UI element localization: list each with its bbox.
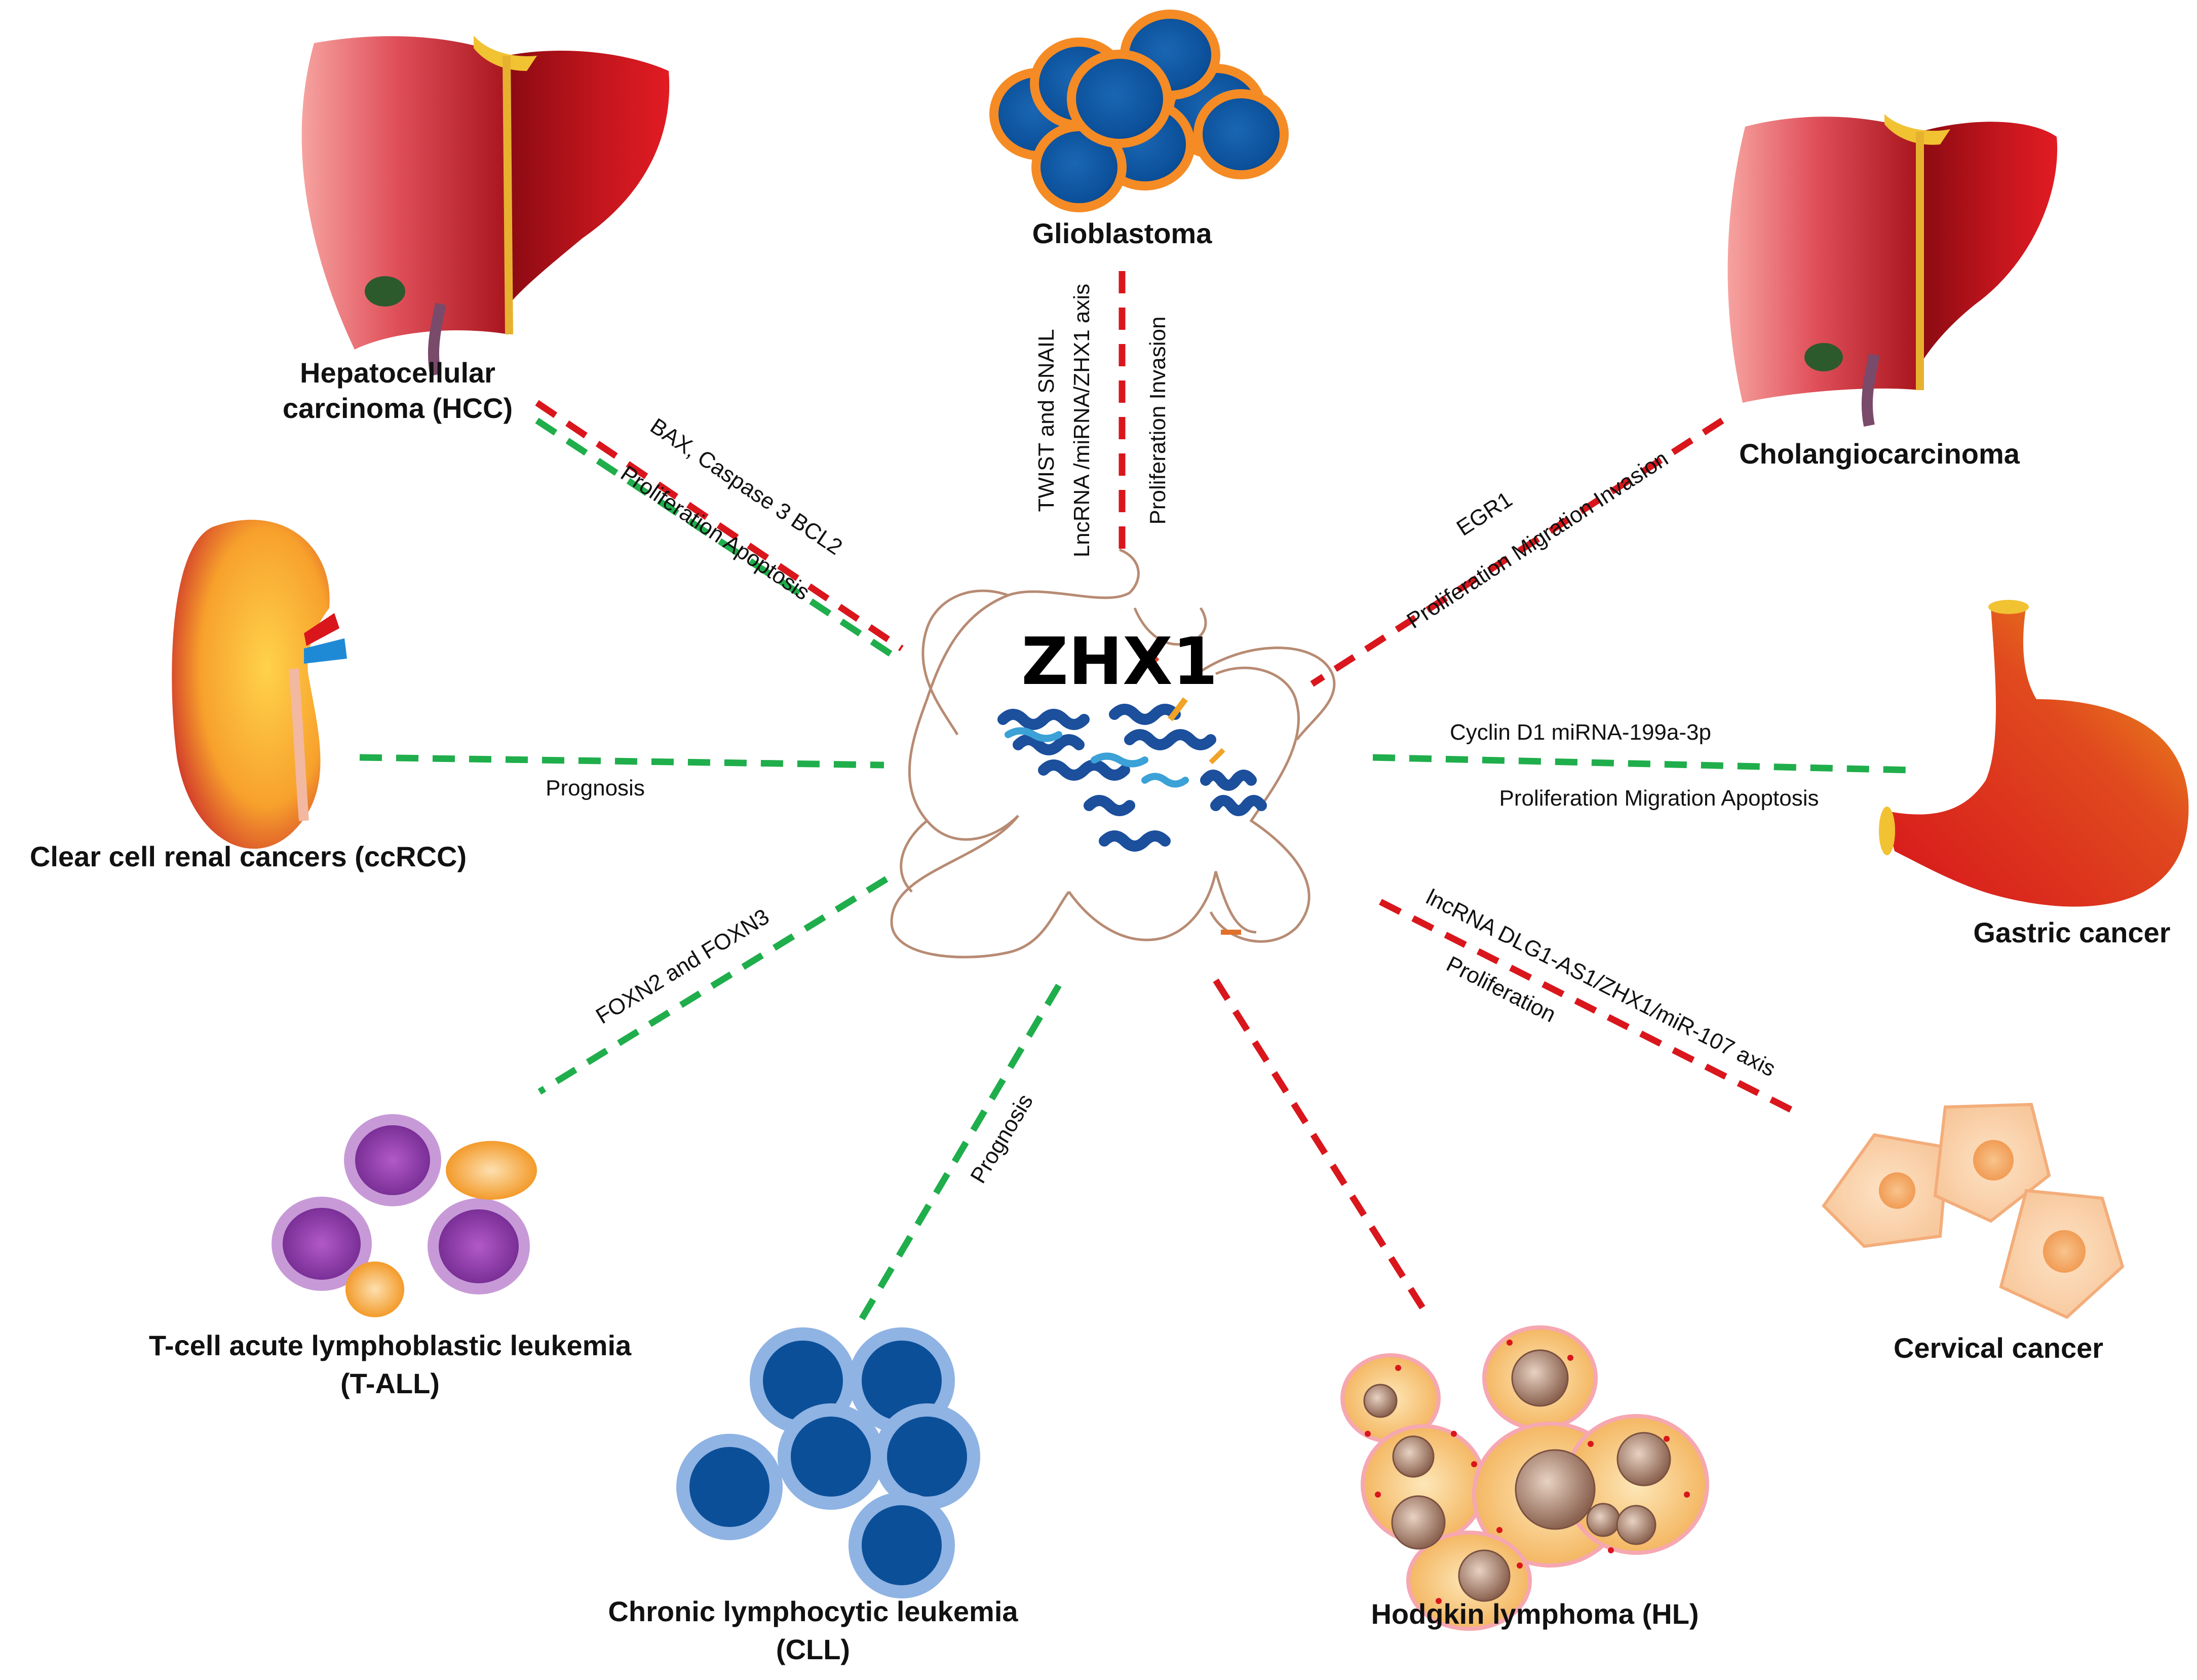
gastric-edge-label-a: Cyclin D1 miRNA-199a-3p: [1450, 720, 1711, 745]
edge-hcc-red: [535, 400, 904, 652]
lymphoblast-cells-icon: [272, 1114, 537, 1317]
cholangiocarcinoma-label: Cholangiocarcinoma: [1739, 438, 2020, 470]
glioblastoma-edge-label-c: Proliferation Invasion: [1145, 317, 1170, 525]
hcc-label-line1: Hepatocellular: [300, 357, 495, 389]
cll-edge-label-a: Prognosis: [966, 1090, 1038, 1188]
cll-label-line1: Chronic lymphocytic leukemia: [608, 1595, 1018, 1627]
cervical-cells-icon: [1822, 1102, 2125, 1319]
glioblastoma-label: Glioblastoma: [1032, 217, 1213, 249]
hodgkin-cells-icon: [1340, 1325, 1709, 1631]
ccrcc-label: Clear cell renal cancers (ccRCC): [30, 841, 467, 872]
zhx1-protein-structure: ZHX1: [890, 548, 1336, 959]
cholangiocarcinoma-edge-label-a: EGR1: [1452, 487, 1517, 541]
lymphocyte-cells-icon: [676, 1327, 980, 1598]
connection-lines: [359, 271, 1910, 1322]
edge-cervical: [1379, 899, 1797, 1115]
glioblastoma-edge-label-b: LncRNA /miRNA/ZHX1 axis: [1069, 284, 1094, 557]
glioblastoma-cells-icon: [989, 10, 1289, 212]
hcc-liver-icon: [301, 35, 670, 376]
cholangiocarcinoma-edge-label-b: Proliferation Migration Invasion: [1402, 446, 1672, 633]
cholangiocarcinoma-liver-icon: [1727, 114, 2058, 427]
edge-gastric: [1372, 754, 1910, 774]
stomach-icon: [1879, 600, 2189, 907]
edge-cholangiocarcinoma: [1310, 417, 1724, 687]
gastric-edge-label-b: Proliferation Migration Apoptosis: [1499, 786, 1819, 811]
cervical-label: Cervical cancer: [1894, 1332, 2103, 1364]
glioblastoma-edge-label-a: TWIST and SNAIL: [1034, 329, 1059, 512]
hcc-edge-label-a: BAX, Caspase 3 BCL2: [646, 413, 847, 560]
center-node-label: ZHX1: [1021, 624, 1218, 700]
kidney-icon: [172, 519, 347, 849]
hcc-edge-label-b: Proliferation Apoptosis: [616, 461, 814, 605]
cll-label-line2: (CLL): [776, 1633, 850, 1665]
tall-label-line2: (T-ALL): [340, 1367, 440, 1399]
edge-ccrcc: [359, 754, 884, 769]
hl-label: Hodgkin lymphoma (HL): [1371, 1598, 1699, 1630]
gastric-label: Gastric cancer: [1973, 917, 2170, 948]
edge-cll: [858, 983, 1062, 1322]
tall-label-line1: T-cell acute lymphoblastic leukemia: [149, 1329, 632, 1361]
ccrcc-edge-label-a: Prognosis: [546, 776, 645, 800]
edge-tall: [537, 876, 889, 1095]
hcc-label-line2: carcinoma (HCC): [283, 392, 513, 424]
edge-hl: [1213, 978, 1432, 1319]
